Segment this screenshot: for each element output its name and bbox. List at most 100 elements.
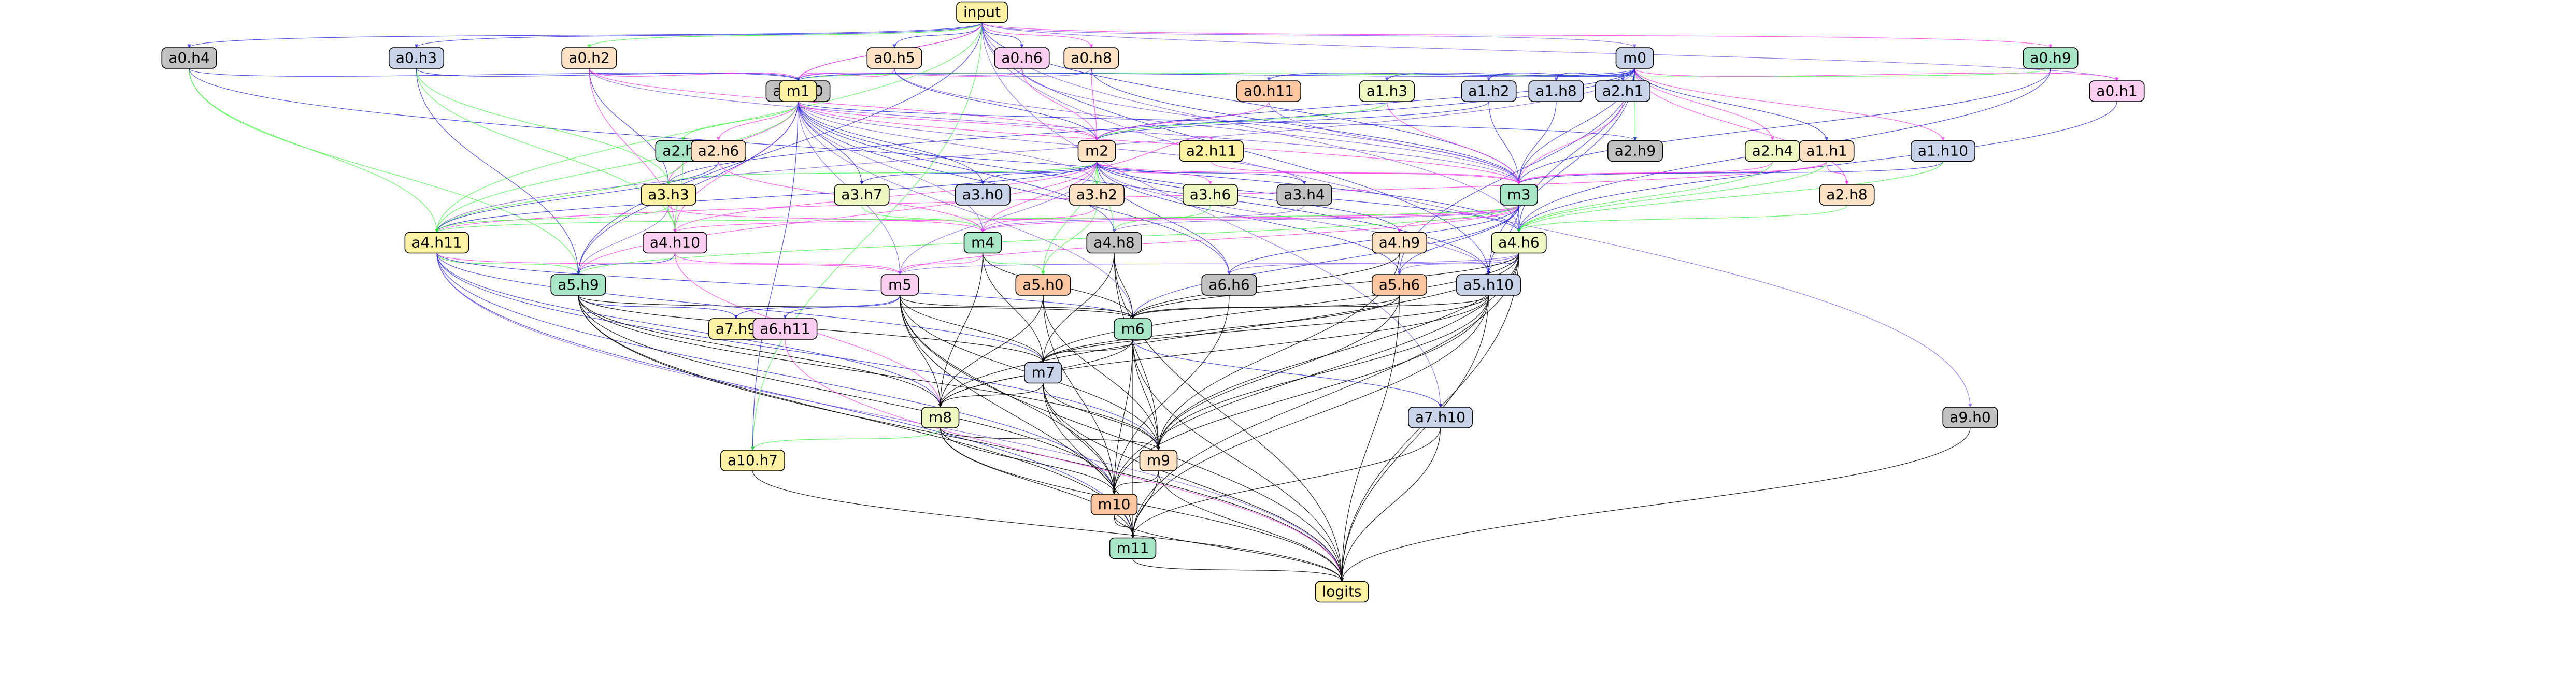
node-m1: m1: [779, 80, 817, 102]
edge-a5h10-to-m7: [1041, 295, 1489, 363]
edge-a4h11-to-m7: [436, 253, 1045, 363]
edge-a4h9-to-m9: [1156, 253, 1400, 451]
edge-a1h3-to-m2: [1094, 101, 1388, 141]
node-label: a3.h3: [648, 186, 689, 203]
node-a3h7: a3.h7: [834, 184, 890, 206]
edge-a6h11-to-logits: [785, 339, 1344, 582]
edge-a1h10-to-m3: [1517, 161, 1944, 185]
edge-m2-to-a5h6: [1096, 161, 1402, 275]
node-label: a2.h4: [1752, 142, 1793, 160]
node-a1h10: a1.h10: [1911, 140, 1975, 162]
node-label: a3.h0: [962, 186, 1003, 203]
edge-a0h9-to-m1: [796, 68, 2051, 81]
edge-a0h6-to-m1: [796, 68, 1022, 81]
node-box: [1942, 407, 1998, 428]
edge-m2-to-a4h11: [435, 161, 1098, 233]
node-label: a0.h5: [874, 49, 915, 66]
node-a0h5: a0.h5: [866, 47, 922, 69]
node-label: logits: [1322, 583, 1361, 600]
edge-m5-to-m7: [899, 295, 1045, 363]
edge-input-to-a7h10: [981, 22, 1443, 408]
edge-m10-to-m11: [1114, 514, 1135, 539]
edge-a0h6-to-m2: [1021, 68, 1099, 141]
edge-a4h8-to-m6: [1114, 253, 1135, 319]
node-box: [550, 274, 606, 296]
edge-a4h8-to-m9: [1114, 253, 1161, 451]
edge-input-to-a4h11: [435, 22, 983, 233]
edge-a10h7-to-logits: [752, 470, 1344, 582]
edge-a3h3-to-a4h11: [435, 205, 669, 233]
edge-a4h9-to-m6: [1131, 253, 1400, 319]
edge-m8-to-m10: [940, 427, 1116, 495]
edge-a4h11-to-m6: [436, 253, 1135, 319]
node-a2h6: a2.h6: [690, 140, 747, 162]
node-a1h2: a1.h2: [1461, 80, 1517, 102]
node-box: [866, 47, 922, 69]
edge-m7-to-logits: [1043, 383, 1344, 582]
node-a0h8: a0.h8: [1063, 47, 1119, 69]
node-label: m4: [971, 234, 994, 251]
node-label: a4.h11: [411, 234, 462, 251]
edge-a5h9-to-m9: [578, 295, 1161, 451]
node-a0h2: a0.h2: [561, 47, 617, 69]
edge-a6h6-to-m10: [1112, 295, 1230, 495]
node-box: [1408, 407, 1473, 428]
edge-a4h6-to-m11: [1131, 253, 1519, 539]
node-box: [1015, 274, 1071, 296]
edge-a0h3-to-a5h9: [416, 68, 580, 275]
node-box: [1109, 537, 1157, 559]
edge-a2h3-to-a4h11: [435, 161, 684, 233]
edge-m2-to-m3: [1096, 161, 1521, 185]
edge-a2h4-to-a4h6: [1517, 161, 1773, 233]
node-label: a9.h0: [1949, 409, 1990, 426]
edge-m3-to-a4h10: [673, 205, 1519, 233]
edge-a0h1-to-a4h6: [1517, 101, 2117, 233]
edge-a5h6-to-m7: [1041, 295, 1400, 363]
node-label: a5.h9: [558, 276, 599, 293]
node-box: [1276, 184, 1332, 206]
edge-m10-to-logits: [1114, 514, 1344, 582]
node-label: a2.h6: [698, 142, 739, 160]
edge-input-to-a0h9: [981, 22, 2053, 48]
node-a0h1: a0.h1: [2089, 80, 2145, 102]
edge-m3-to-m4: [981, 205, 1519, 233]
node-box: [1236, 80, 1301, 102]
node-box: [921, 407, 960, 428]
edge-a0h5-to-m3: [894, 68, 1521, 185]
edge-a4h11-to-m8: [436, 253, 943, 408]
edge-a5h6-to-m6: [1131, 295, 1400, 319]
node-a3h2: a3.h2: [1069, 184, 1125, 206]
node-a2h11: a2.h11: [1179, 140, 1244, 162]
node-label: a1.h8: [1535, 82, 1576, 99]
edge-m9-to-logits: [1158, 470, 1344, 582]
node-label: a5.h10: [1463, 276, 1514, 293]
node-label: m9: [1147, 452, 1170, 469]
node-box: [690, 140, 747, 162]
edge-a0h3-to-m1: [416, 68, 800, 81]
edge-m1-to-a6h6: [798, 101, 1231, 275]
node-box: [1607, 140, 1663, 162]
edge-m1-to-a2h9: [798, 101, 1637, 141]
edge-a3h6-to-a4h8: [1112, 205, 1211, 233]
edge-a4h10-to-a5h9: [576, 253, 676, 275]
edge-input-to-a0h6: [981, 22, 1024, 48]
edge-m1-to-a3h7: [798, 101, 864, 185]
edge-a1h1-to-m3: [1517, 161, 1827, 185]
node-box: [1090, 494, 1138, 515]
node-label: a10.h7: [728, 452, 778, 469]
node-a0h6: a0.h6: [994, 47, 1050, 69]
node-box: [779, 80, 817, 102]
edge-a0h4-to-m1: [189, 68, 800, 81]
node-a6h6: a6.h6: [1201, 274, 1257, 296]
edge-a1h1-to-a2h8: [1826, 161, 1849, 185]
edge-m5-to-logits: [899, 295, 1344, 582]
node-box: [2023, 47, 2079, 69]
node-label: a1.h3: [1367, 82, 1407, 99]
node-m4: m4: [963, 232, 1002, 254]
edge-a5h9-to-logits: [578, 295, 1344, 582]
edge-a2h8-to-a4h6: [1517, 205, 1847, 233]
node-label: a7.h9: [716, 320, 757, 337]
node-a4h6: a4.h6: [1491, 232, 1547, 254]
node-box: [1179, 140, 1244, 162]
edge-m2-to-a2h11: [1096, 136, 1214, 166]
